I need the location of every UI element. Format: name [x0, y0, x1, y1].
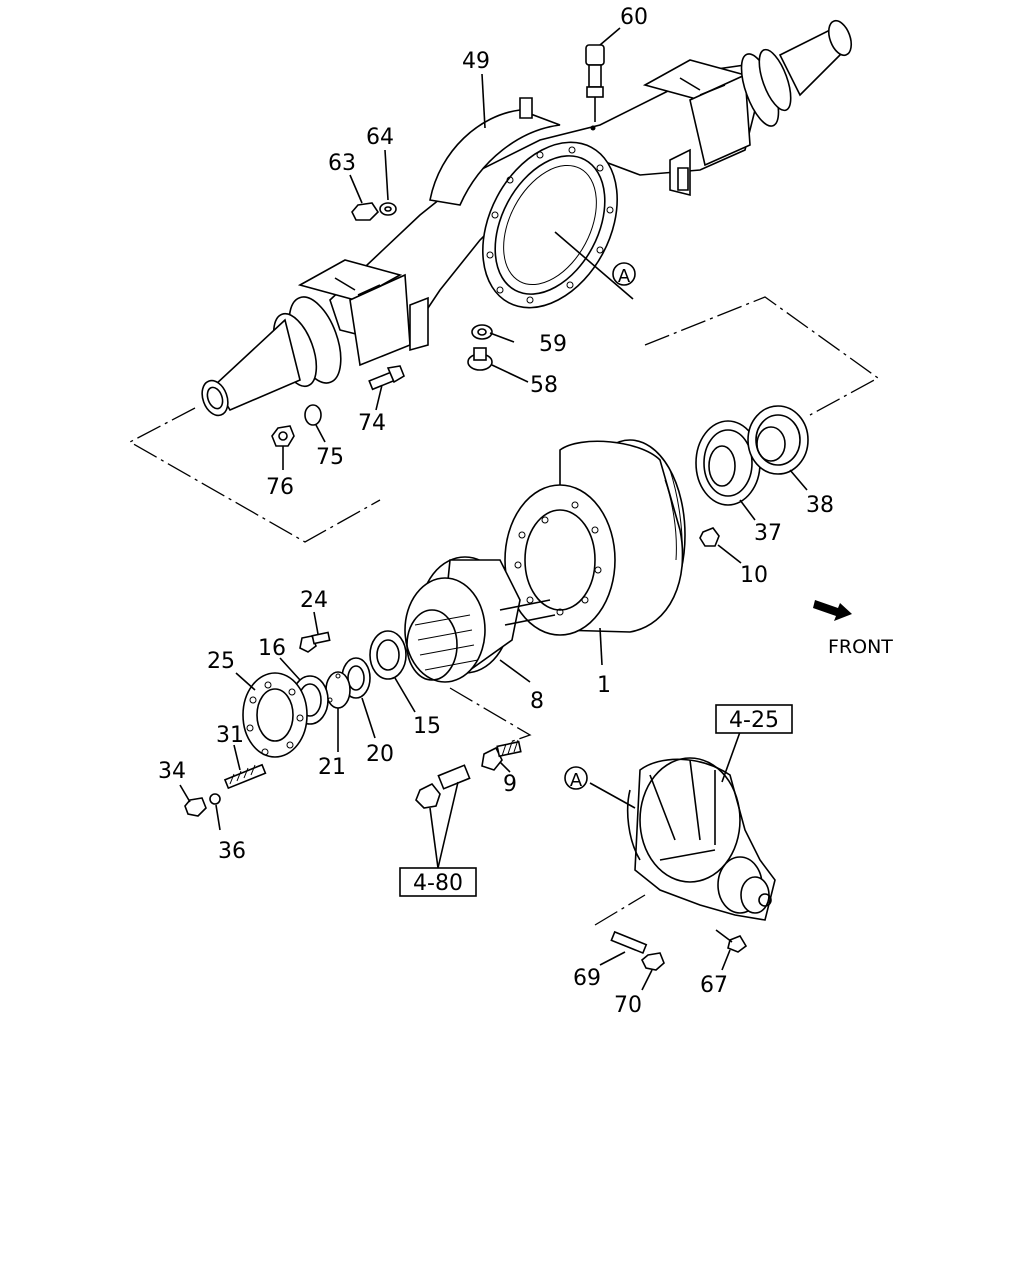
alignment-lines [128, 296, 880, 926]
part-label: 49 [462, 49, 490, 74]
part-label: 1 [597, 673, 611, 698]
part-label: 24 [300, 588, 328, 613]
leader-lines [179, 27, 808, 991]
part-label: 60 [620, 5, 648, 30]
part-label: 25 [207, 649, 235, 674]
part-label: 9 [503, 772, 517, 797]
part-label: 59 [539, 332, 567, 357]
part-label: 36 [218, 839, 246, 864]
part-label: 63 [328, 151, 356, 176]
bearing-set [695, 405, 809, 506]
right-spindle [740, 19, 853, 127]
part-label: 76 [266, 475, 294, 500]
part-label: 70 [614, 993, 642, 1018]
axle-housing [201, 19, 853, 417]
ref-marker-a-bottom: A [564, 766, 588, 791]
svg-text:4-80: 4-80 [413, 871, 463, 896]
part-label: 15 [413, 714, 441, 739]
part-label: 34 [158, 759, 186, 784]
part-label: 58 [530, 373, 558, 398]
part-label: 20 [366, 742, 394, 767]
svg-text:A: A [618, 266, 631, 287]
nut-10 [699, 527, 720, 547]
part-label: 31 [216, 723, 244, 748]
part-label: 75 [316, 445, 344, 470]
ref-box-4-80: 4-80 [399, 867, 477, 897]
front-label: FRONT [828, 636, 893, 658]
ref-box-4-25: 4-25 [715, 704, 793, 734]
part-label: 69 [573, 966, 601, 991]
front-arrow-icon [813, 600, 852, 621]
part-label: 21 [318, 755, 346, 780]
hub-front-parts [184, 630, 522, 817]
part-label: 37 [754, 521, 782, 546]
brake-drum [504, 439, 686, 636]
part-label: 67 [700, 973, 728, 998]
housing-small-parts [271, 44, 605, 447]
part-number-labels: 60 49 64 63 59 58 74 75 76 38 37 10 24 2… [158, 5, 834, 1018]
part-label: 10 [740, 563, 768, 588]
hub [404, 556, 556, 683]
left-spindle [201, 296, 342, 417]
part-label: 16 [258, 636, 286, 661]
ref-marker-a-top: A [612, 262, 636, 287]
part-label: 8 [530, 689, 544, 714]
part-label: 38 [806, 493, 834, 518]
part-label: 64 [366, 125, 394, 150]
svg-text:4-25: 4-25 [729, 708, 779, 733]
part-label: 74 [358, 411, 386, 436]
differential-carrier [610, 757, 776, 971]
svg-text:A: A [570, 770, 583, 791]
